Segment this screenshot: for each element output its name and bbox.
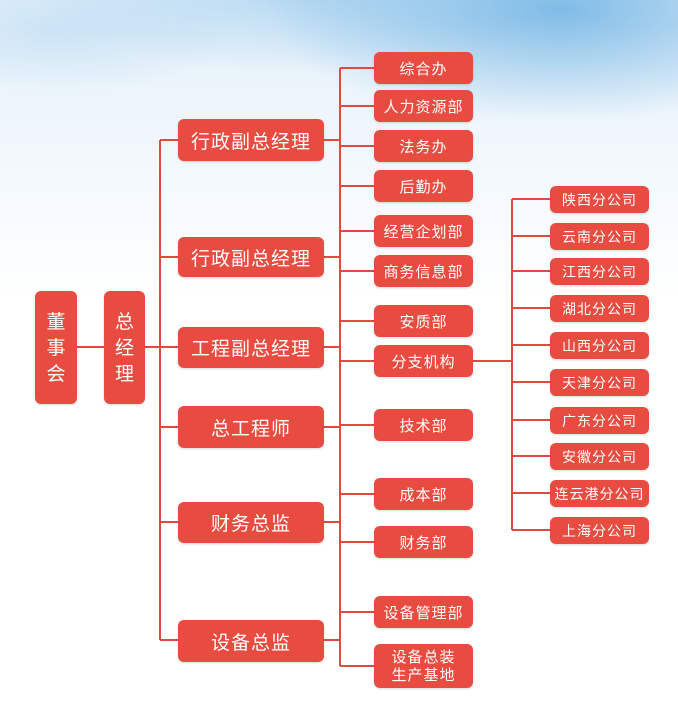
legal-office-box: 法务办 — [374, 130, 473, 162]
general-office-box: 综合办 — [374, 52, 473, 84]
board-char: 事 — [46, 336, 66, 359]
engineering-vp-box: 工程副总经理 — [178, 327, 324, 368]
board-of-directors-box: 董 事 会 — [35, 291, 77, 404]
branch-jiangxi: 江西分公司 — [550, 258, 649, 285]
equipment-mgmt-box: 设备管理部 — [374, 596, 473, 628]
branch-yunnan: 云南分公司 — [550, 223, 649, 250]
assembly-base-line: 设备总装 — [391, 648, 456, 666]
branch-tianjin: 天津分公司 — [550, 369, 649, 396]
finance-dept-box: 财务部 — [374, 526, 473, 558]
equipment-assembly-base-box: 设备总装 生产基地 — [374, 644, 473, 688]
branch-guangdong: 广东分公司 — [550, 407, 649, 434]
general-manager-box: 总 经 理 — [104, 291, 145, 404]
logistics-office-box: 后勤办 — [374, 170, 473, 202]
gm-char: 经 — [114, 336, 134, 359]
business-info-box: 商务信息部 — [374, 255, 473, 287]
branch-anhui: 安徽分公司 — [550, 443, 649, 470]
branch-shanxi: 山西分公司 — [550, 332, 649, 359]
branch-lianyungang: 连云港分公司 — [550, 480, 649, 507]
cfo-box: 财务总监 — [178, 502, 324, 543]
admin-vp-box-1: 行政副总经理 — [178, 119, 324, 161]
branch-hubei: 湖北分公司 — [550, 295, 649, 322]
branch-shaanxi: 陕西分公司 — [550, 186, 649, 213]
gm-char: 总 — [114, 310, 134, 333]
safety-quality-box: 安质部 — [374, 305, 473, 337]
cost-dept-box: 成本部 — [374, 478, 473, 510]
gm-char: 理 — [114, 362, 134, 385]
tech-dept-box: 技术部 — [374, 409, 473, 441]
board-char: 会 — [46, 362, 66, 385]
branch-shanghai: 上海分公司 — [550, 517, 649, 544]
hr-dept-box: 人力资源部 — [374, 90, 473, 122]
assembly-base-line: 生产基地 — [391, 666, 456, 684]
business-planning-box: 经营企划部 — [374, 215, 473, 247]
admin-vp-box-2: 行政副总经理 — [178, 237, 324, 277]
chief-engineer-box: 总工程师 — [178, 406, 324, 448]
branches-box: 分支机构 — [374, 345, 473, 377]
board-char: 董 — [46, 310, 66, 333]
equipment-director-box: 设备总监 — [178, 620, 324, 662]
